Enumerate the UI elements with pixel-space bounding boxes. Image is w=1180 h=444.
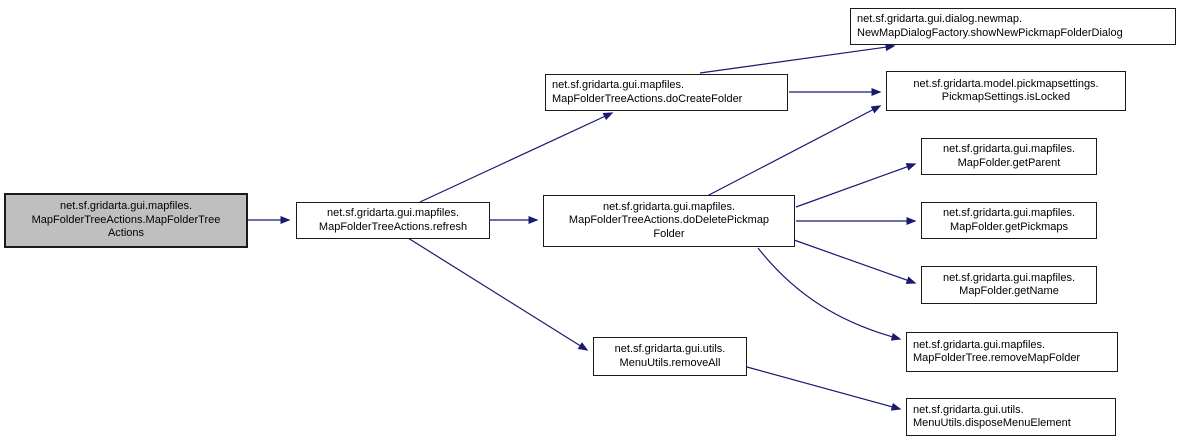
node-getpickmaps[interactable]: net.sf.gridarta.gui.mapfiles. MapFolder.… [921,202,1097,239]
node-shownewpickmapfolderdialog[interactable]: net.sf.gridarta.gui.dialog.newmap. NewMa… [850,8,1176,45]
node-removeall[interactable]: net.sf.gridarta.gui.utils. MenuUtils.rem… [593,337,747,376]
edge-doCreateFolder-to-showNewPickmapFolderDialog [699,43,896,74]
node-islocked[interactable]: net.sf.gridarta.model.pickmapsettings. P… [886,71,1126,111]
node-getname[interactable]: net.sf.gridarta.gui.mapfiles. MapFolder.… [921,266,1097,304]
node-dodeletepickmapfolder[interactable]: net.sf.gridarta.gui.mapfiles. MapFolderT… [543,195,795,247]
edge-doDeletePickmapFolder-to-removeMapFolder [757,247,902,341]
node-disposemenuelement[interactable]: net.sf.gridarta.gui.utils. MenuUtils.dis… [906,398,1116,436]
edge-doDeletePickmapFolder-to-getParent [795,163,917,208]
edge-doDeletePickmapFolder-to-getName [793,239,917,284]
node-refresh[interactable]: net.sf.gridarta.gui.mapfiles. MapFolderT… [296,202,490,239]
node-removemapfolder[interactable]: net.sf.gridarta.gui.mapfiles. MapFolderT… [906,332,1118,372]
edge-refresh-to-doCreateFolder [419,112,614,203]
node-getparent[interactable]: net.sf.gridarta.gui.mapfiles. MapFolder.… [921,138,1097,175]
node-mapfoldertreeactions-constructor: net.sf.gridarta.gui.mapfiles. MapFolderT… [4,193,248,248]
edge-refresh-to-removeAll [407,237,589,351]
edge-removeAll-to-disposeMenuElement [746,366,902,411]
edge-doDeletePickmapFolder-to-isLocked [706,105,882,197]
node-docreatefolder[interactable]: net.sf.gridarta.gui.mapfiles. MapFolderT… [545,74,788,111]
